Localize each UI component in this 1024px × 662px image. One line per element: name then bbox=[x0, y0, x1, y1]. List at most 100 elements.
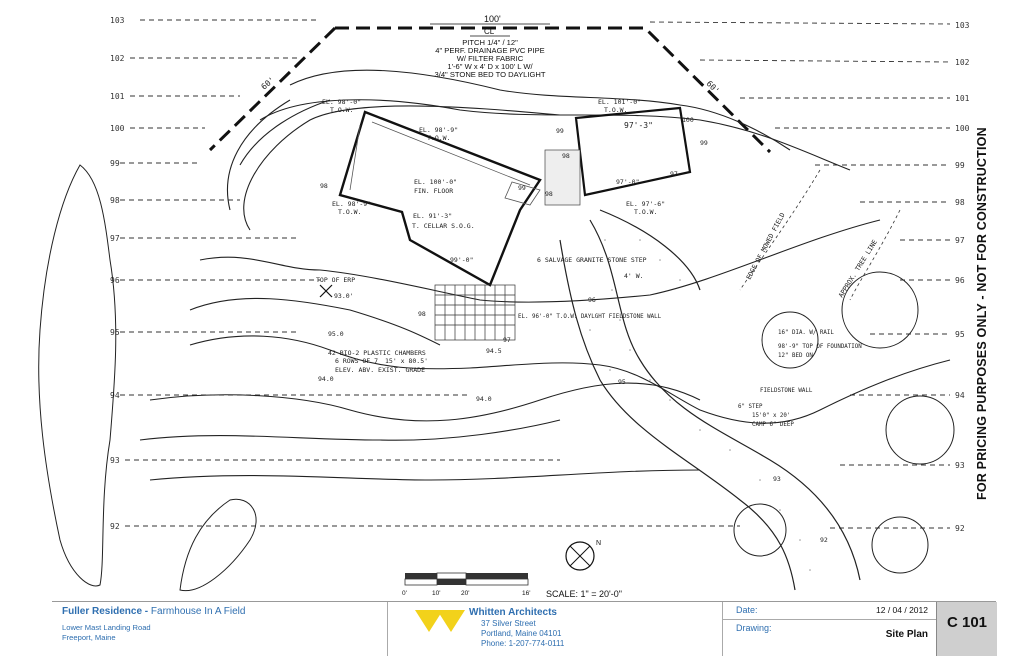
logo-triangle-icon bbox=[415, 610, 443, 632]
note: EL. 98'-9" bbox=[419, 126, 458, 134]
contour-label-left: 100 bbox=[110, 124, 125, 133]
title-block: Fuller Residence - Farmhouse In A Field … bbox=[52, 601, 997, 656]
drainage-note: PITCH 1/4" / 12" 4" PERF. DRAINAGE PVC P… bbox=[434, 38, 545, 79]
project-info: Fuller Residence - Farmhouse In A Field … bbox=[52, 602, 388, 656]
centerline-label: CL bbox=[484, 27, 495, 36]
address-line2: Freeport, Maine bbox=[62, 633, 116, 642]
spot: 99 bbox=[518, 184, 526, 192]
note: EL. 98'-0" bbox=[322, 98, 361, 106]
contour-label-left: 92 bbox=[110, 522, 120, 531]
spot: 92 bbox=[820, 536, 828, 544]
note: T.O.W. bbox=[634, 208, 657, 216]
spot: 94.0 bbox=[318, 375, 334, 383]
note: 93.0' bbox=[334, 292, 354, 300]
architect-phone: Phone: 1-207-774-0111 bbox=[481, 639, 565, 648]
house-inner bbox=[349, 121, 541, 206]
contour-label-left: 102 bbox=[110, 54, 125, 63]
drainage-trench bbox=[208, 26, 772, 154]
spot: 93 bbox=[773, 475, 781, 483]
contour-label-left: 95 bbox=[110, 328, 120, 337]
contour-label-right: 102 bbox=[955, 58, 970, 67]
note: 15' x 80.5' bbox=[385, 357, 428, 365]
contour-label-right: 101 bbox=[955, 94, 970, 103]
contour-label-left: 103 bbox=[110, 16, 125, 25]
contour-label-right: 100 bbox=[955, 124, 970, 133]
note: EL. 101'-0" bbox=[598, 98, 641, 106]
sheet-number-box: C 101 bbox=[936, 602, 997, 656]
driveway bbox=[559, 209, 861, 591]
spot: 98 bbox=[562, 152, 570, 160]
erp-marker bbox=[319, 284, 333, 298]
contour-label-left: 96 bbox=[110, 276, 120, 285]
note: FIN. FLOOR bbox=[414, 187, 453, 195]
contour-label-left: 94 bbox=[110, 391, 120, 400]
sheet-number: C 101 bbox=[946, 614, 988, 631]
contour-label-left: 97 bbox=[110, 234, 120, 243]
spot: 96 bbox=[588, 296, 596, 304]
logo-triangle-icon bbox=[437, 610, 465, 632]
note: 4' W. bbox=[624, 272, 644, 280]
note: ELEV. ABV. EXIST. GRADE bbox=[335, 366, 425, 374]
north-arrow bbox=[565, 541, 595, 571]
trees-right bbox=[733, 271, 955, 574]
note: 98'-9" TOP OF FOUNDATION bbox=[778, 344, 862, 350]
note: FIELDSTONE WALL bbox=[760, 388, 813, 394]
scale-tick: 0' bbox=[402, 590, 407, 597]
note: T. CELLAR S.O.G. bbox=[412, 222, 475, 230]
project-name: Fuller Residence - bbox=[62, 606, 149, 617]
svg-text:1'-6" W x 4' D x 100' L W/: 1'-6" W x 4' D x 100' L W/ bbox=[447, 62, 533, 71]
spot: 94.5 bbox=[486, 347, 502, 355]
spot: 98 bbox=[320, 182, 328, 190]
contour-label-right: 98 bbox=[955, 198, 965, 207]
architect-street: 37 Silver Street bbox=[481, 619, 536, 628]
tree-line-left bbox=[38, 164, 257, 592]
contour-label-right: 92 bbox=[955, 524, 965, 533]
scale-tick: 16' bbox=[522, 590, 530, 597]
note: EL. 96'-0" T.O.W. DAYLGHT FIELDSTONE WAL… bbox=[518, 314, 662, 320]
disclaimer-text: FOR PRICING PURPOSES ONLY - NOT FOR CONS… bbox=[975, 127, 989, 500]
note: EL. 98'-9" bbox=[332, 200, 371, 208]
spot: 95.0 bbox=[328, 330, 344, 338]
gravel-stipple bbox=[589, 239, 811, 571]
contour-label-right: 103 bbox=[955, 21, 970, 30]
note: 6" STEP bbox=[738, 404, 763, 410]
note: 97'-0" bbox=[616, 178, 639, 186]
note: CAMP 6" DEEP bbox=[752, 422, 794, 428]
contour-label-left: 93 bbox=[110, 456, 120, 465]
note: EL. 100'-0" bbox=[414, 178, 457, 186]
date-value: 12 / 04 / 2012 bbox=[876, 605, 928, 615]
architect-city: Portland, Maine 04101 bbox=[481, 629, 562, 638]
note: EDGE OF MOWED FIELD bbox=[745, 211, 787, 280]
note: 97'-3" bbox=[624, 121, 653, 130]
spot: 97 bbox=[670, 170, 678, 178]
contour-label-left: 101 bbox=[110, 92, 125, 101]
project-title: Fuller Residence - Farmhouse In A Field bbox=[62, 606, 245, 617]
note: EL. 97'-6" bbox=[626, 200, 665, 208]
contour-label-right: 93 bbox=[955, 461, 965, 470]
spot: 100 bbox=[682, 116, 694, 124]
contour-label-right: 94 bbox=[955, 391, 965, 400]
spot: 99 bbox=[556, 127, 564, 135]
scale-tick: 20' bbox=[461, 590, 469, 597]
note: 6 SALVAGE GRANITE STONE STEP bbox=[537, 256, 647, 264]
note: 15'0" x 20' bbox=[752, 413, 790, 419]
field-edge bbox=[739, 169, 901, 301]
note: 6 ROWS OF 7 bbox=[335, 357, 378, 365]
contour-label-left: 98 bbox=[110, 196, 120, 205]
house-footprint bbox=[338, 110, 542, 287]
architect-name: Whitten Architects bbox=[469, 607, 557, 618]
contour-lines bbox=[120, 19, 951, 529]
drawing-value: Site Plan bbox=[885, 629, 928, 640]
date-label: Date: bbox=[736, 605, 758, 615]
contour-label-left: 99 bbox=[110, 159, 120, 168]
slope-dim-right: 60' bbox=[705, 79, 722, 96]
site-plan-drawing: 103 102 101 100 99 98 97 96 95 94 93 92 … bbox=[38, 14, 970, 599]
north-label: N bbox=[596, 540, 601, 547]
dimension-top: 100' bbox=[484, 14, 501, 24]
divider bbox=[722, 619, 936, 620]
drawing-label: Drawing: bbox=[736, 623, 772, 633]
spot: 97 bbox=[503, 336, 511, 344]
drawing-info: Date: 12 / 04 / 2012 Drawing: Site Plan bbox=[722, 602, 936, 656]
contour-label-right: 97 bbox=[955, 236, 965, 245]
address-line1: Lower Mast Landing Road bbox=[62, 623, 151, 632]
